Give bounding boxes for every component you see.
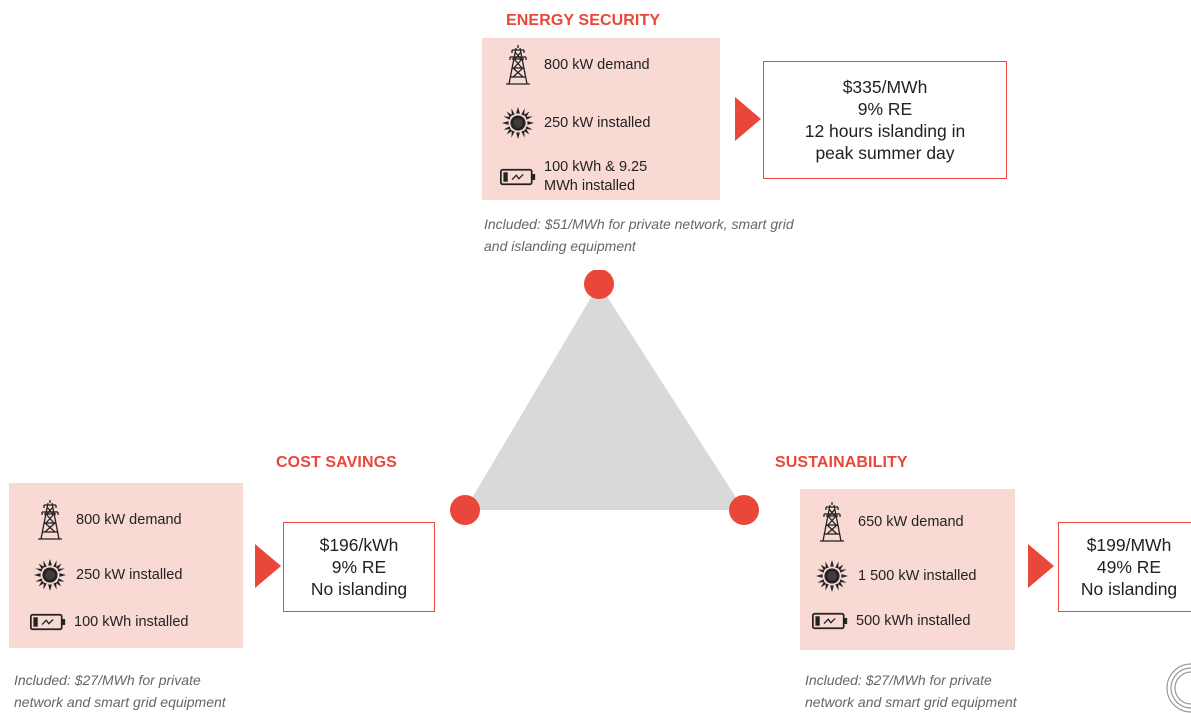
note-line: and islanding equipment (484, 238, 636, 254)
cost-savings-result: $196/kWh 9% RE No islanding (283, 522, 435, 612)
transmission-tower-icon (32, 499, 68, 541)
energy-security-result: $335/MWh 9% RE 12 hours islanding in pea… (763, 61, 1007, 179)
battery-label-line1: 100 kWh & 9.25 (544, 159, 648, 175)
result-line: 12 hours islanding in (804, 121, 966, 141)
result-line: 49% RE (1096, 557, 1162, 577)
result-line: No islanding (1080, 579, 1178, 599)
sun-icon (500, 106, 536, 140)
battery-icon (30, 612, 66, 632)
result-line: $335/MWh (842, 77, 928, 97)
solar-label: 250 kW installed (76, 566, 183, 583)
node-cost-savings (450, 495, 480, 525)
result-line: 9% RE (331, 557, 387, 577)
transmission-tower-icon (500, 44, 536, 86)
list-item: 800 kW demand (32, 499, 182, 541)
result-line: $196/kWh (319, 535, 399, 555)
demand-label: 800 kW demand (76, 511, 182, 528)
result-line: 9% RE (857, 99, 913, 119)
demand-label: 800 kW demand (544, 56, 650, 73)
list-item: 1 500 kW installed (814, 559, 976, 593)
solar-label: 250 kW installed (544, 114, 651, 131)
demand-label: 650 kW demand (858, 513, 964, 530)
result-line: $199/MWh (1086, 535, 1172, 555)
list-item: 500 kWh installed (812, 611, 970, 631)
sun-icon (814, 559, 850, 593)
node-energy-security (584, 270, 614, 299)
list-item: 800 kW demand (500, 44, 650, 86)
note-line: network and smart grid equipment (805, 694, 1017, 710)
battery-label-line2: MWh installed (544, 178, 636, 194)
sustainability-title: SUSTAINABILITY (775, 454, 908, 471)
battery-label: 500 kWh installed (856, 612, 971, 629)
note-line: Included: $51/MWh for private network, s… (484, 216, 794, 232)
sustainability-panel: 650 kW demand 1 500 kW installed 500 kWh… (800, 489, 1015, 650)
node-sustainability (729, 495, 759, 525)
energy-security-title: ENERGY SECURITY (506, 12, 661, 29)
triangle-shape (465, 284, 744, 510)
energy-security-arrow (735, 97, 761, 141)
cost-savings-arrow (255, 544, 281, 588)
list-item: 250 kW installed (500, 106, 650, 140)
sustainability-result: $199/MWh 49% RE No islanding (1058, 522, 1191, 612)
note-line: Included: $27/MWh for private (14, 672, 201, 688)
energy-security-panel: 800 kW demand 250 kW installed 100 kWh &… (482, 38, 720, 200)
logo-arc-icon (1166, 663, 1191, 713)
battery-label: 100 kWh installed (74, 613, 189, 630)
result-line: No islanding (310, 579, 408, 599)
note-line: network and smart grid equipment (14, 694, 226, 710)
note-line: Included: $27/MWh for private (805, 672, 992, 688)
list-item: 100 kWh & 9.25 MWh installed (500, 158, 647, 196)
list-item: 100 kWh installed (30, 612, 188, 632)
result-line: peak summer day (815, 143, 955, 163)
solar-label: 1 500 kW installed (858, 567, 977, 584)
energy-security-note: Included: $51/MWh for private network, s… (484, 213, 904, 257)
cost-savings-panel: 800 kW demand 250 kW installed 100 kWh i… (9, 483, 243, 648)
battery-label: 100 kWh & 9.25 MWh installed (544, 158, 647, 196)
sustainability-note: Included: $27/MWh for private network an… (805, 669, 1125, 713)
sustainability-arrow (1028, 544, 1054, 588)
priority-triangle (450, 270, 759, 525)
list-item: 250 kW installed (32, 558, 182, 592)
battery-icon (500, 167, 536, 187)
battery-icon (812, 611, 848, 631)
cost-savings-title: COST SAVINGS (276, 454, 397, 471)
transmission-tower-icon (814, 501, 850, 543)
list-item: 650 kW demand (814, 501, 964, 543)
sun-icon (32, 558, 68, 592)
cost-savings-note: Included: $27/MWh for private network an… (14, 669, 334, 713)
